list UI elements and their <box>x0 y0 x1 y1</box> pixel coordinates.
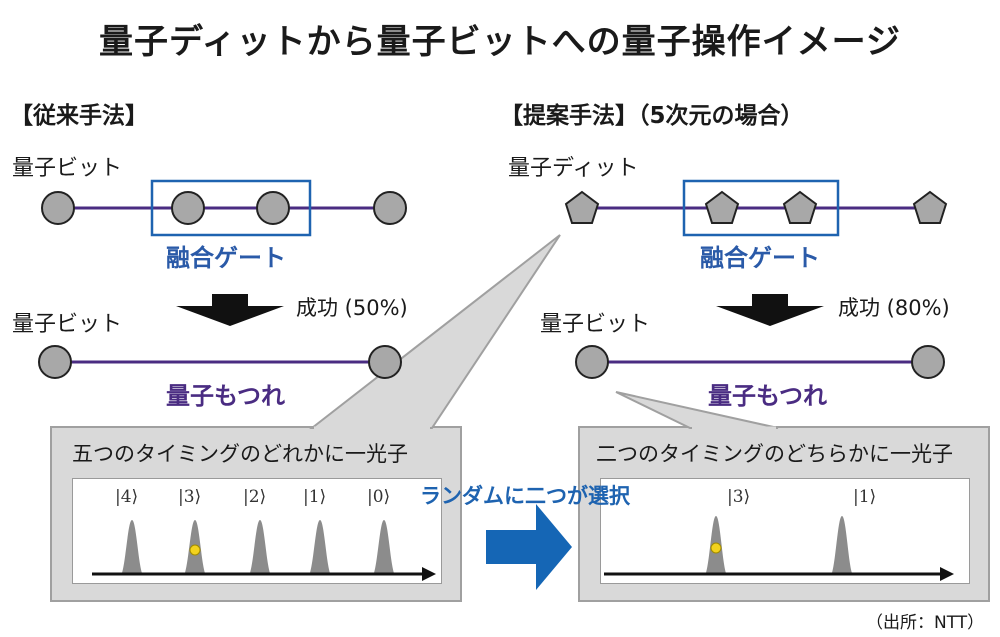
left-pulse-0 <box>374 520 394 573</box>
left-top-node-3 <box>256 191 290 225</box>
right-photon <box>710 542 722 554</box>
right-bottom-node-2 <box>911 345 945 379</box>
right-bottom-label: 量子ビット <box>540 312 651 337</box>
right-success: 成功 (80%) <box>838 296 950 320</box>
left-bottom-label: 量子ビット <box>12 312 123 337</box>
left-top-node-2 <box>171 191 205 225</box>
left-pulse-1 <box>310 520 330 573</box>
right-top-node-3 <box>782 190 818 224</box>
left-time-axis-arrowhead <box>422 567 436 581</box>
left-ket-4: |4⟩ <box>115 487 139 507</box>
left-callout-pointer <box>309 234 561 429</box>
right-pulse-1 <box>832 516 852 573</box>
right-top-node-4 <box>912 190 948 224</box>
left-bottom-node-1 <box>38 345 72 379</box>
left-top-node-4 <box>373 191 407 225</box>
right-bottom-node-1 <box>575 345 609 379</box>
left-success: 成功 (50%) <box>296 296 408 320</box>
right-gate-label: 融合ゲート <box>700 244 820 272</box>
left-entangle-label: 量子もつれ <box>166 382 286 410</box>
right-ket-1: |1⟩ <box>853 487 877 507</box>
left-gate-box <box>150 179 312 237</box>
right-top-label: 量子ディット <box>508 156 639 181</box>
right-entangle-label: 量子もつれ <box>708 382 828 410</box>
left-ket-3: |3⟩ <box>178 487 202 507</box>
left-down-arrow <box>176 294 284 326</box>
right-callout-pointer <box>615 391 779 429</box>
source-note: （出所：NTT） <box>866 613 985 633</box>
left-ket-2: |2⟩ <box>243 487 267 507</box>
right-top-node-1 <box>564 190 600 224</box>
middle-blue-arrow <box>486 504 572 590</box>
right-box-title: 二つのタイミングのどちらかに一光子 <box>596 442 953 466</box>
left-photon <box>189 544 201 556</box>
right-heading: 【提案手法】（5次元の場合） <box>500 103 804 129</box>
right-gate-box <box>682 179 840 237</box>
left-top-node-1 <box>41 191 75 225</box>
left-heading: 【従来手法】 <box>10 103 148 129</box>
left-pulse-4 <box>122 520 142 573</box>
left-box-title: 五つのタイミングのどれかに一光子 <box>72 442 408 466</box>
left-gate-label: 融合ゲート <box>166 244 286 272</box>
right-timing-panel: |3⟩ |1⟩ <box>600 478 970 584</box>
right-top-node-2 <box>704 190 740 224</box>
right-down-arrow <box>716 294 824 326</box>
right-time-axis-arrowhead <box>940 567 954 581</box>
left-ket-0: |0⟩ <box>367 487 391 507</box>
left-top-label: 量子ビット <box>12 156 123 181</box>
left-ket-1: |1⟩ <box>303 487 327 507</box>
left-bottom-node-2 <box>368 345 402 379</box>
page-title: 量子ディットから量子ビットへの量子操作イメージ <box>99 22 901 62</box>
random-selection-label: ランダムに二つが選択 <box>420 484 630 508</box>
left-pulse-2 <box>250 520 270 573</box>
right-ket-3: |3⟩ <box>727 487 751 507</box>
